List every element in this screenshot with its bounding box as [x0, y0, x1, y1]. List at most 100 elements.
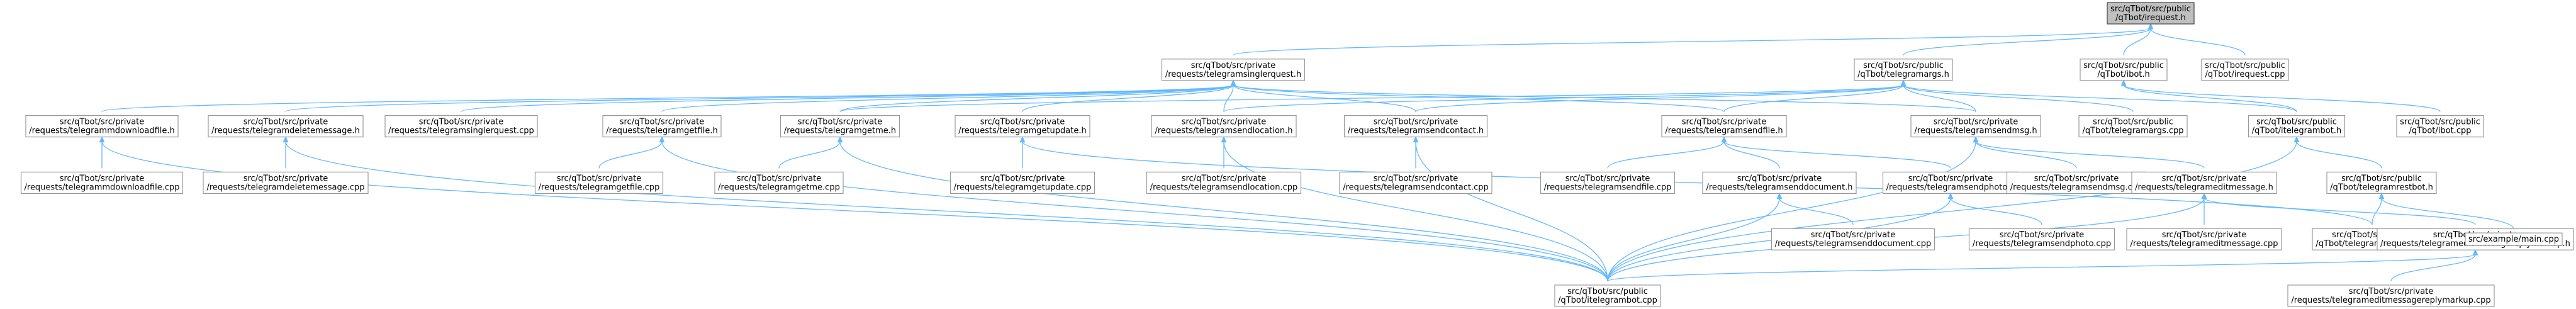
file-node-main-cpp[interactable]: src/example/main.cpp — [2465, 232, 2563, 246]
file-node-args-cpp[interactable]: src/qTbot/src/public/qTbot/telegramargs.… — [2078, 115, 2188, 138]
node-box — [1702, 171, 1857, 194]
node-box — [602, 115, 722, 138]
node-box — [2107, 2, 2195, 25]
file-node-singlereq-cpp[interactable]: src/qTbot/src/private/requests/telegrams… — [384, 115, 538, 138]
node-label-line: src/qTbot/src/private — [2349, 287, 2434, 296]
include-edge — [1607, 193, 1783, 281]
node-box — [25, 115, 179, 138]
node-box — [1882, 171, 2019, 194]
node-label-line: src/qTbot/src/private — [1374, 174, 1459, 183]
include-edge — [2120, 79, 2441, 113]
file-node-root[interactable]: src/qTbot/src/public/qTbot/irequest.h — [2107, 2, 2195, 25]
node-label-line: src/qTbot/src/private — [1182, 174, 1267, 183]
node-box — [2006, 171, 2147, 194]
node-label-line: src/qTbot/src/private — [60, 174, 145, 183]
node-box — [384, 115, 538, 138]
node-box — [1661, 115, 1787, 138]
file-node-dl-cpp[interactable]: src/qTbot/src/private/requests/telegramm… — [20, 171, 184, 194]
node-label-line: /qTbot/telegramrestbot.h — [2330, 183, 2433, 192]
file-node-sendfile-h[interactable]: src/qTbot/src/private/requests/telegrams… — [1661, 115, 1787, 138]
include-edge — [1721, 136, 1951, 169]
file-node-edit-cpp[interactable]: src/qTbot/src/private/requests/telegrame… — [2126, 228, 2282, 250]
file-node-ibot-cpp[interactable]: src/qTbot/src/public/qTbot/ibot.cpp — [2396, 115, 2484, 138]
node-box — [1554, 284, 1661, 307]
include-edge — [1607, 136, 1727, 169]
include-edge — [2201, 193, 2476, 225]
node-label-line: /qTbot/itelegrambot.h — [2252, 126, 2341, 136]
file-node-sendfile-cpp[interactable]: src/qTbot/src/private/requests/telegrams… — [1540, 171, 1676, 194]
edges-layer — [99, 23, 2514, 282]
node-box — [534, 171, 664, 194]
node-label-line: src/qTbot/src/private — [2162, 230, 2247, 240]
file-node-senddoc-h[interactable]: src/qTbot/src/private/requests/telegrams… — [1702, 171, 1857, 194]
file-node-getupdate-h[interactable]: src/qTbot/src/private/requests/telegramg… — [955, 115, 1090, 138]
file-node-dl-h[interactable]: src/qTbot/src/private/requests/telegramm… — [25, 115, 179, 138]
file-node-sendloc-h[interactable]: src/qTbot/src/private/requests/telegrams… — [1151, 115, 1297, 138]
node-box — [1968, 228, 2115, 250]
include-edge — [283, 136, 1608, 281]
file-node-sendcontact-cpp[interactable]: src/qTbot/src/private/requests/telegrams… — [1339, 171, 1492, 194]
node-label-line: /requests/telegramsendlocation.h — [1155, 126, 1292, 136]
node-label-line: /requests/telegramsendfile.cpp — [1544, 183, 1672, 192]
file-node-irequest-cpp[interactable]: src/qTbot/src/public/qTbot/irequest.cpp — [2201, 59, 2289, 81]
node-box — [203, 171, 369, 194]
node-label-line: /requests/telegrammdownloadfile.h — [29, 126, 175, 136]
node-box — [1854, 59, 1953, 81]
node-label-line: src/qTbot/src/private — [1565, 174, 1650, 183]
include-edge — [1607, 136, 1979, 281]
node-label-line: src/qTbot/src/private — [1374, 118, 1459, 127]
node-label-line: /requests/telegramsendfile.h — [1665, 126, 1783, 136]
file-node-getupdate-cpp[interactable]: src/qTbot/src/private/requests/telegramg… — [949, 171, 1095, 194]
include-edge — [598, 136, 665, 169]
include-edge — [2293, 136, 2382, 169]
include-edge — [1903, 23, 2154, 56]
node-label-line: src/qTbot/src/private — [2034, 174, 2119, 183]
node-box — [208, 115, 364, 138]
node-label-line: src/qTbot/src/private — [1934, 118, 2019, 127]
include-edge — [1900, 79, 2297, 113]
node-label-line: src/qTbot/src/private — [620, 118, 705, 127]
node-box — [1161, 59, 1306, 81]
include-edge — [101, 79, 1236, 113]
file-node-editmarkup-cpp[interactable]: src/qTbot/src/private/requests/telegrame… — [2287, 284, 2495, 307]
file-node-sendmsg-h[interactable]: src/qTbot/src/private/requests/telegrams… — [1910, 115, 2041, 138]
file-node-tbot-cpp[interactable]: src/qTbot/src/public/qTbot/itelegrambot.… — [1554, 284, 1661, 307]
file-node-getme-cpp[interactable]: src/qTbot/src/private/requests/telegramg… — [714, 171, 844, 194]
node-label-line: /requests/telegramsendmsg.h — [1914, 126, 2037, 136]
node-box — [2078, 115, 2188, 138]
node-box — [2131, 171, 2277, 194]
file-node-tbot-h[interactable]: src/qTbot/src/public/qTbot/itelegrambot.… — [2248, 115, 2346, 138]
file-node-del-h[interactable]: src/qTbot/src/private/requests/telegramd… — [208, 115, 364, 138]
node-label-line: /requests/telegramgetme.h — [784, 126, 896, 136]
node-box — [1146, 171, 1302, 194]
node-label-line: /requests/telegramsenddocument.cpp — [1775, 239, 1932, 249]
file-node-getfile-cpp[interactable]: src/qTbot/src/private/requests/telegramg… — [534, 171, 664, 194]
file-node-edit-h[interactable]: src/qTbot/src/private/requests/telegrame… — [2131, 171, 2277, 194]
node-box — [2248, 115, 2346, 138]
node-box — [2326, 171, 2437, 194]
include-edge — [1721, 136, 1780, 169]
file-node-singlereq-h[interactable]: src/qTbot/src/private/requests/telegrams… — [1161, 59, 1306, 81]
file-node-senddoc-cpp[interactable]: src/qTbot/src/private/requests/telegrams… — [1771, 228, 1935, 250]
file-node-ibot-h[interactable]: src/qTbot/src/public/qTbot/ibot.h — [2080, 59, 2168, 81]
node-label-line: /requests/telegramsendcontact.h — [1348, 126, 1484, 136]
file-node-getme-h[interactable]: src/qTbot/src/private/requests/telegramg… — [780, 115, 900, 138]
file-node-del-cpp[interactable]: src/qTbot/src/private/requests/telegramd… — [203, 171, 369, 194]
node-box — [1771, 228, 1935, 250]
file-node-sendloc-cpp[interactable]: src/qTbot/src/private/requests/telegrams… — [1146, 171, 1302, 194]
file-node-sendcontact-h[interactable]: src/qTbot/src/private/requests/telegrams… — [1343, 115, 1488, 138]
include-edge — [2390, 249, 2478, 282]
include-edge — [1223, 79, 1907, 113]
file-node-sendmsg-cpp[interactable]: src/qTbot/src/private/requests/telegrams… — [2006, 171, 2147, 194]
node-label-line: /qTbot/telegramargs.cpp — [2082, 126, 2183, 136]
node-label-line: src/qTbot/src/private — [2162, 174, 2247, 183]
file-node-getfile-h[interactable]: src/qTbot/src/private/requests/telegramg… — [602, 115, 722, 138]
file-node-args-h[interactable]: src/qTbot/src/public/qTbot/telegramargs.… — [1854, 59, 1953, 81]
node-label-line: /requests/telegrameditmessage.h — [2135, 183, 2273, 192]
file-node-sendphoto-cpp[interactable]: src/qTbot/src/private/requests/telegrams… — [1968, 228, 2115, 250]
node-label-line: /requests/telegramgetupdate.h — [958, 126, 1086, 136]
file-node-restbot-h[interactable]: src/qTbot/src/public/qTbot/telegramrestb… — [2326, 171, 2437, 194]
file-node-sendphoto-h[interactable]: src/qTbot/src/private/requests/telegrams… — [1882, 171, 2019, 194]
include-edge — [1607, 136, 2300, 281]
node-label-line: /requests/telegramgetfile.h — [606, 126, 717, 136]
